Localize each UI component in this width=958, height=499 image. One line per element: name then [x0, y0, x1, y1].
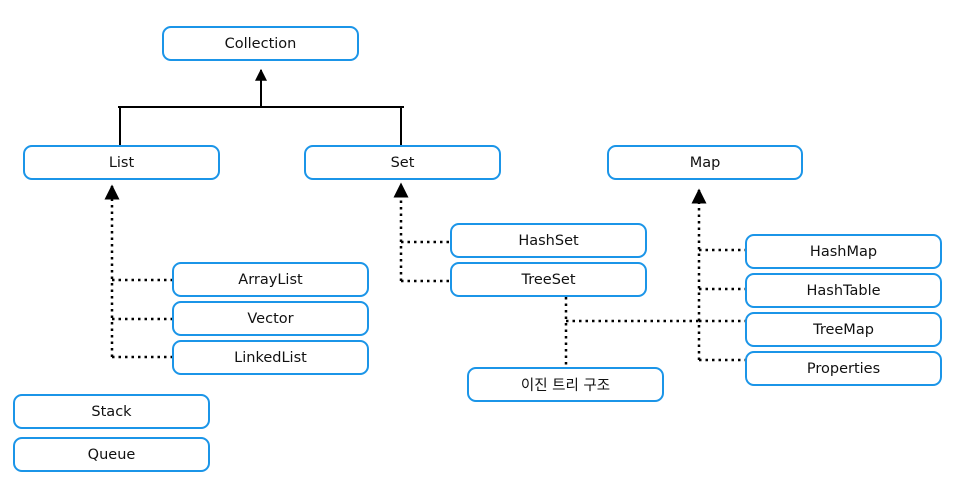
vector-label: Vector: [247, 310, 294, 327]
treeset-node: TreeSet: [450, 262, 647, 297]
hashset-node: HashSet: [450, 223, 647, 258]
hashset-label: HashSet: [518, 232, 579, 249]
properties-label: Properties: [806, 360, 881, 377]
treemap-node: TreeMap: [745, 312, 942, 347]
arraylist-node: ArrayList: [172, 262, 369, 297]
hashtable-label: HashTable: [806, 282, 881, 299]
arraylist-label: ArrayList: [238, 271, 303, 288]
linkedlist-label: LinkedList: [234, 349, 307, 366]
vector-node: Vector: [172, 301, 369, 336]
map-impl-lines: [691, 188, 746, 362]
set-node: Set: [304, 145, 501, 180]
hashmap-label: HashMap: [809, 243, 878, 260]
treemap-label: TreeMap: [813, 321, 874, 338]
inheritance-lines: [118, 68, 404, 146]
map-label: Map: [689, 154, 721, 171]
set-label: Set: [390, 154, 415, 171]
stack-label: Stack: [91, 403, 132, 420]
collection-label: Collection: [224, 35, 297, 52]
hashmap-node: HashMap: [745, 234, 942, 269]
queue-node: Queue: [13, 437, 210, 472]
treeset-label: TreeSet: [521, 271, 576, 288]
properties-node: Properties: [745, 351, 942, 386]
binary-tree-note-label: 이진 트리 구조: [520, 378, 611, 394]
map-node: Map: [607, 145, 803, 180]
set-impl-lines: [393, 182, 451, 283]
linkedlist-node: LinkedList: [172, 340, 369, 375]
list-label: List: [108, 154, 135, 171]
collection-node: Collection: [162, 26, 359, 61]
list-impl-lines: [104, 184, 172, 359]
queue-label: Queue: [87, 446, 136, 463]
binary-tree-note-node: 이진 트리 구조: [467, 367, 664, 402]
list-node: List: [23, 145, 220, 180]
tree-structure-lines: [564, 297, 699, 366]
hashtable-node: HashTable: [745, 273, 942, 308]
stack-node: Stack: [13, 394, 210, 429]
